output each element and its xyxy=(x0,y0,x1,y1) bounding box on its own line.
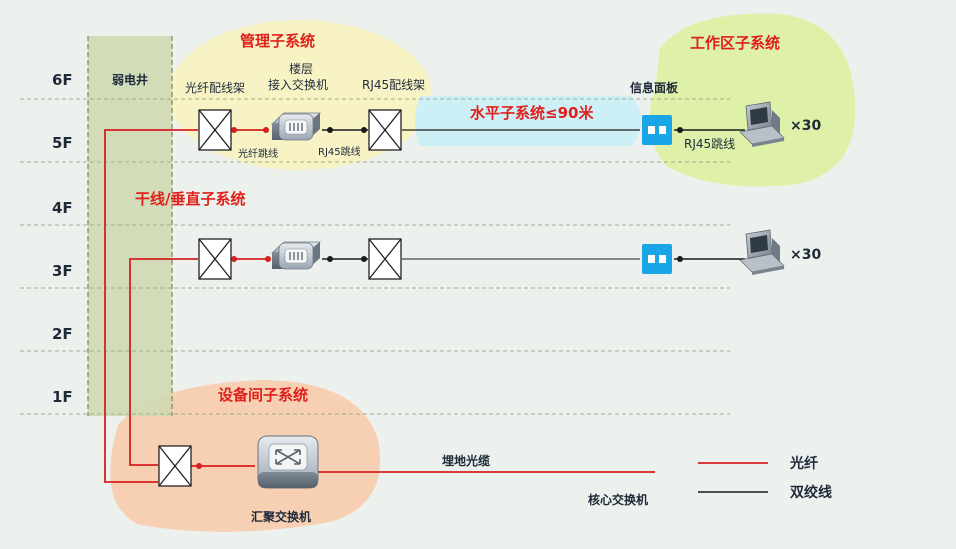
fiber-patch-panel-3f xyxy=(198,238,232,280)
info-panel-3f xyxy=(642,244,672,274)
legend-twisted-pair-label: 双绞线 xyxy=(790,484,832,501)
fiber-panel-label: 光纤配线架 xyxy=(185,81,245,95)
horizontal-zone xyxy=(415,96,641,146)
fiber-patch-panel-equipment xyxy=(158,445,192,487)
core-switch-label: 核心交换机 xyxy=(588,492,648,507)
info-panel-label: 信息面板 xyxy=(630,80,679,95)
rj45-jumper-small-label: RJ45跳线 xyxy=(318,145,361,158)
shaft-label: 弱电井 xyxy=(112,72,148,87)
aggregation-switch xyxy=(257,435,319,489)
backbone-fiber-5f xyxy=(104,129,198,483)
floor-access-switch-3f xyxy=(271,241,321,270)
pc-icon-3f xyxy=(739,229,785,276)
floor-label-2f: 2F xyxy=(52,325,73,343)
floor-access-switch-5f xyxy=(271,112,321,141)
twisted-pair-cables xyxy=(322,129,768,493)
floor-switch-label-line1: 楼层 xyxy=(289,61,313,76)
backbone-fiber-3f xyxy=(129,258,198,466)
work-area-zone-title: 工作区子系统 xyxy=(690,34,780,52)
rj45-patch-panel-5f xyxy=(368,109,402,151)
pc-count-5f: ×30 xyxy=(790,118,821,134)
horizontal-zone-title: 水平子系统≤90米 xyxy=(470,104,594,122)
floor-label-5f: 5F xyxy=(52,134,73,152)
equipment-room-zone-title: 设备间子系统 xyxy=(218,386,308,404)
floor-label-3f: 3F xyxy=(52,262,73,280)
fiber-jumper-label: 光纤跳线 xyxy=(238,147,278,160)
info-panel-5f xyxy=(642,115,672,145)
equipment-room-zone xyxy=(110,380,381,532)
floor-label-6f: 6F xyxy=(52,71,73,89)
pc-count-3f: ×30 xyxy=(790,247,821,263)
rj45-patch-panel-3f xyxy=(368,238,402,280)
fiber-patch-panel-5f xyxy=(198,109,232,151)
backbone-zone-title: 干线/垂直子系统 xyxy=(135,190,245,208)
management-zone-title: 管理子系统 xyxy=(240,32,315,50)
floor-separators xyxy=(20,98,730,415)
rj45-jumper-label: RJ45跳线 xyxy=(684,137,735,151)
legend-fiber-label: 光纤 xyxy=(789,455,818,472)
aggregation-switch-label: 汇聚交换机 xyxy=(251,509,311,524)
floor-label-1f: 1F xyxy=(52,388,73,406)
floor-label-4f: 4F xyxy=(52,199,73,217)
work-area-zone xyxy=(649,13,856,187)
buried-cable-label: 埋地光缆 xyxy=(442,453,490,468)
floor-switch-label-line2: 接入交换机 xyxy=(268,77,328,92)
rj45-panel-label: RJ45配线架 xyxy=(362,78,425,92)
